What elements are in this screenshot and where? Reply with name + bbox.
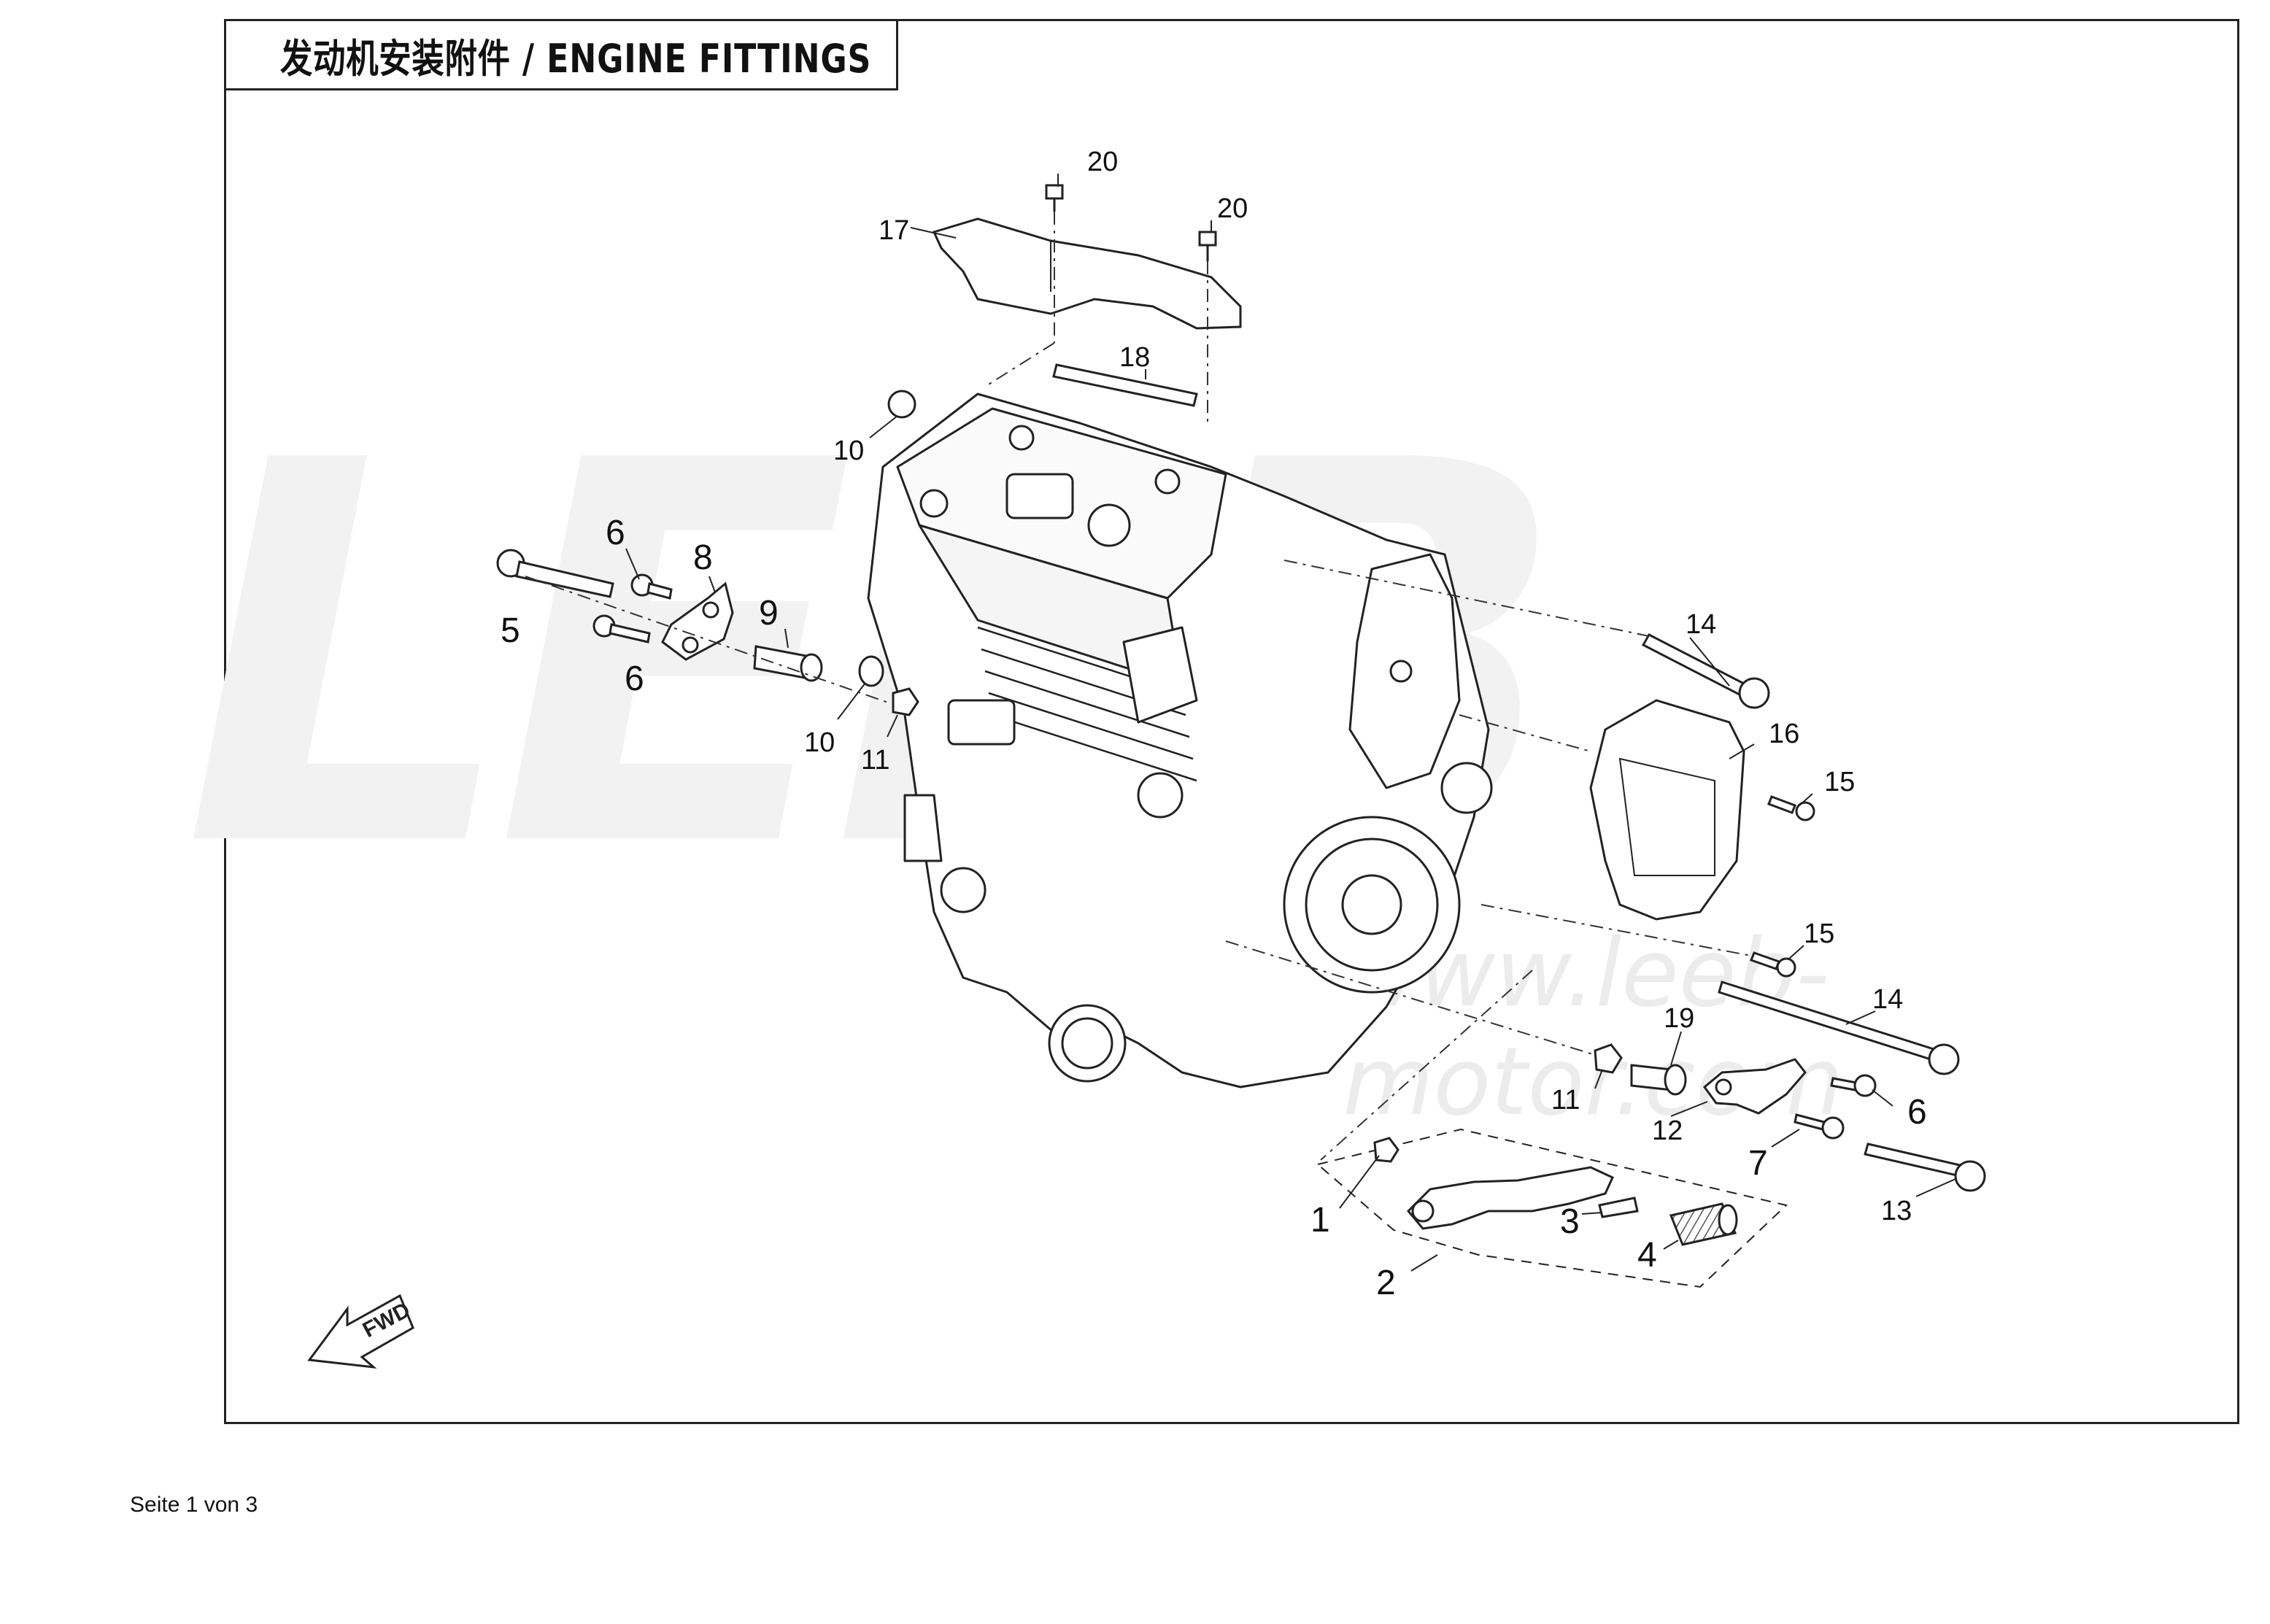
callout-12: 12 xyxy=(1652,1115,1683,1146)
callout-4: 4 xyxy=(1637,1236,1657,1275)
engine-assembly xyxy=(867,393,1493,1089)
shift-lever-group xyxy=(1316,1128,1788,1288)
callout-13: 13 xyxy=(1881,1196,1912,1226)
callout-9: 9 xyxy=(759,594,779,633)
page-footer: Seite 1 von 3 xyxy=(130,1493,258,1517)
leader-lines xyxy=(625,174,1956,1272)
callout-11-right: 11 xyxy=(1551,1085,1580,1115)
heat-shield-part xyxy=(932,217,1242,330)
callout-6-left-upper: 6 xyxy=(606,514,625,552)
callout-2: 2 xyxy=(1376,1264,1396,1302)
callouts: 20 20 17 18 10 6 8 5 6 9 10 11 14 16 15 … xyxy=(501,147,1927,1302)
diagram-title-box: 发动机安装附件 / ENGINE FITTINGS xyxy=(224,19,898,90)
assembly-lines xyxy=(525,212,1752,1161)
callout-10-left: 10 xyxy=(804,727,835,758)
callout-1: 1 xyxy=(1310,1201,1330,1240)
callout-15-lower: 15 xyxy=(1804,919,1834,949)
rod-18 xyxy=(1052,363,1198,407)
callout-18: 18 xyxy=(1119,342,1150,373)
callout-15-upper: 15 xyxy=(1824,767,1855,797)
callout-7: 7 xyxy=(1748,1144,1768,1183)
callout-5: 5 xyxy=(501,611,520,650)
callout-14-upper: 14 xyxy=(1686,609,1716,640)
right-side-parts xyxy=(1589,633,1986,1192)
callout-6-left-lower: 6 xyxy=(625,660,644,698)
callout-3: 3 xyxy=(1560,1202,1580,1241)
callout-14-lower: 14 xyxy=(1872,984,1903,1015)
callout-6-right: 6 xyxy=(1907,1093,1927,1132)
callout-17: 17 xyxy=(879,215,909,246)
callout-8: 8 xyxy=(693,538,713,577)
callout-16: 16 xyxy=(1769,719,1799,749)
callout-19: 19 xyxy=(1664,1003,1694,1034)
callout-11-left: 11 xyxy=(861,745,889,776)
left-mount-parts xyxy=(496,390,919,716)
diagram-title: 发动机安装附件 / ENGINE FITTINGS xyxy=(280,35,872,82)
callout-20-upper: 20 xyxy=(1087,147,1118,177)
callout-10-top: 10 xyxy=(833,436,864,466)
bolt-20 xyxy=(1045,184,1217,261)
fwd-arrow: FWD xyxy=(307,1294,414,1369)
callout-20-lower: 20 xyxy=(1217,193,1248,224)
